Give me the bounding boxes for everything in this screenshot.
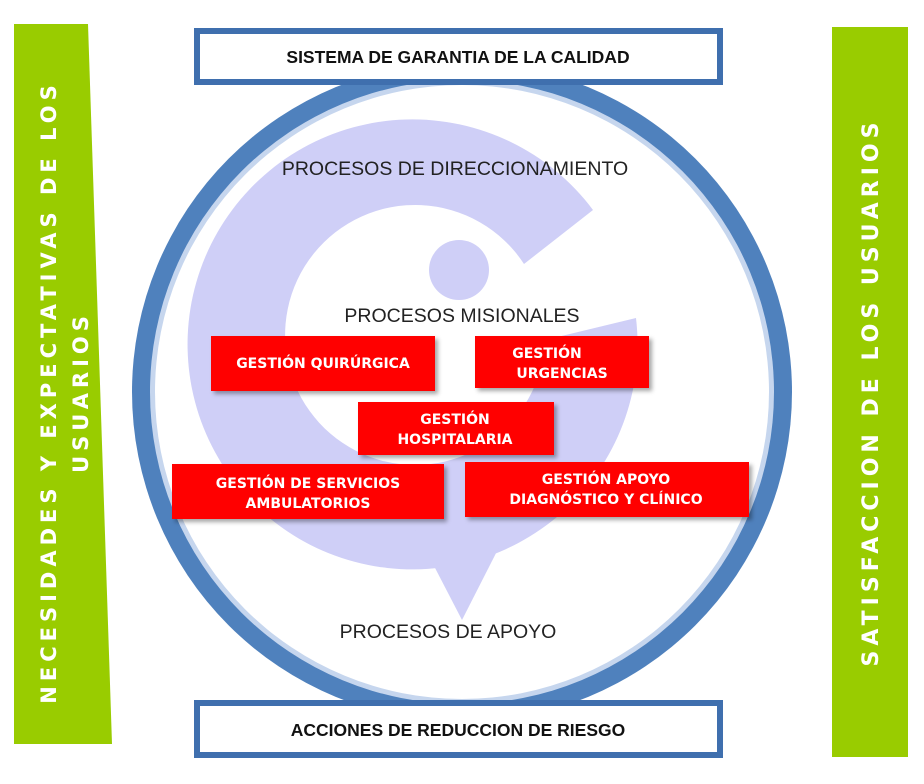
processes-misionales-label: PROCESOS MISIONALES	[344, 305, 579, 327]
bottom-box: ACCIONES DE REDUCCION DE RIESGO	[194, 700, 723, 758]
gestion-quirurgica-box: GESTIÓN QUIRÚRGICA	[211, 336, 435, 391]
left-banner-text-line1: NECESIDADES Y EXPECTATIVAS DE LOS	[37, 80, 61, 703]
gestion-apoyo-diagnostico-line1: GESTIÓN APOYO	[542, 470, 671, 488]
left-green-banner	[14, 24, 112, 744]
gestion-hospitalaria-line1: GESTIÓN	[420, 410, 490, 428]
top-box-label: SISTEMA DE GARANTIA DE LA CALIDAD	[286, 47, 629, 67]
gestion-ambulatorios-line2: AMBULATORIOS	[246, 496, 371, 512]
bottom-box-label: ACCIONES DE REDUCCION DE RIESGO	[291, 720, 625, 740]
right-banner-text: SATISFACCION DE LOS USUARIOS	[859, 118, 884, 667]
gestion-urgencias-line1: GESTIÓN	[512, 344, 582, 362]
gestion-urgencias-box: GESTIÓN URGENCIAS	[475, 336, 649, 388]
gestion-hospitalaria-line2: HOSPITALARIA	[397, 432, 512, 448]
gestion-hospitalaria-box: GESTIÓN HOSPITALARIA	[358, 402, 554, 455]
left-banner-text-line2: USUARIOS	[69, 311, 93, 473]
gestion-apoyo-diagnostico-box: GESTIÓN APOYO DIAGNÓSTICO Y CLÍNICO	[465, 462, 749, 517]
top-box: SISTEMA DE GARANTIA DE LA CALIDAD	[194, 28, 723, 85]
processes-direccionamiento-label: PROCESOS DE DIRECCIONAMIENTO	[282, 158, 628, 180]
gestion-quirurgica-line1: GESTIÓN QUIRÚRGICA	[236, 354, 410, 372]
gestion-ambulatorios-box: GESTIÓN DE SERVICIOS AMBULATORIOS	[172, 464, 444, 519]
right-green-banner	[832, 27, 908, 757]
gestion-ambulatorios-line1: GESTIÓN DE SERVICIOS	[216, 474, 400, 492]
processes-apoyo-label: PROCESOS DE APOYO	[340, 621, 557, 643]
gestion-apoyo-diagnostico-line2: DIAGNÓSTICO Y CLÍNICO	[509, 490, 702, 508]
gestion-urgencias-line2: URGENCIAS	[516, 366, 607, 382]
